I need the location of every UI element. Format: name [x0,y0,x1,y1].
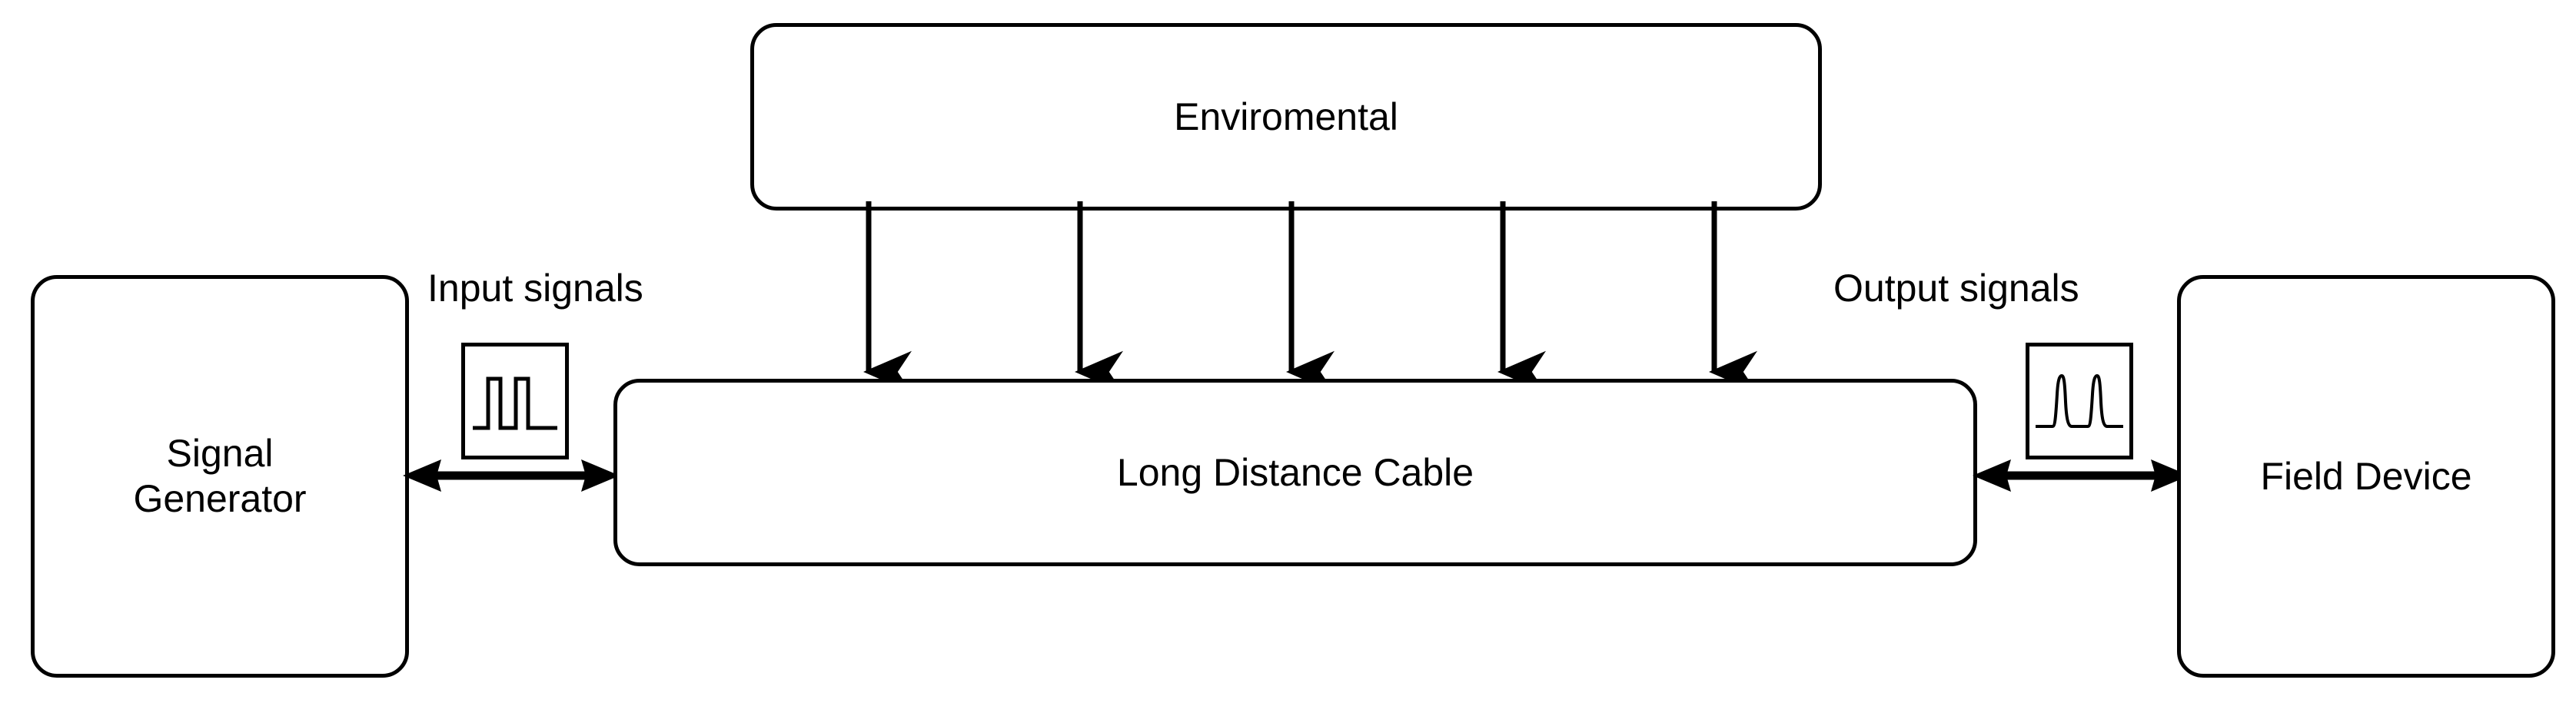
node-field-device[interactable]: Field Device [2177,275,2555,678]
distorted-pulse-wave-icon [2026,343,2133,459]
node-environmental[interactable]: Enviromental [750,23,1822,211]
label-input-signals: Input signals [427,267,643,310]
double-headed-arrow-icon-left [403,459,620,492]
double-headed-arrow-icon-right [1973,459,2189,492]
node-signal-generator[interactable]: Signal Generator [31,275,409,678]
node-long-distance-cable[interactable]: Long Distance Cable [613,379,1977,566]
environmental-influence-arrows [863,201,1757,393]
label-output-signals: Output signals [1833,267,2079,310]
square-wave-icon [461,343,569,459]
